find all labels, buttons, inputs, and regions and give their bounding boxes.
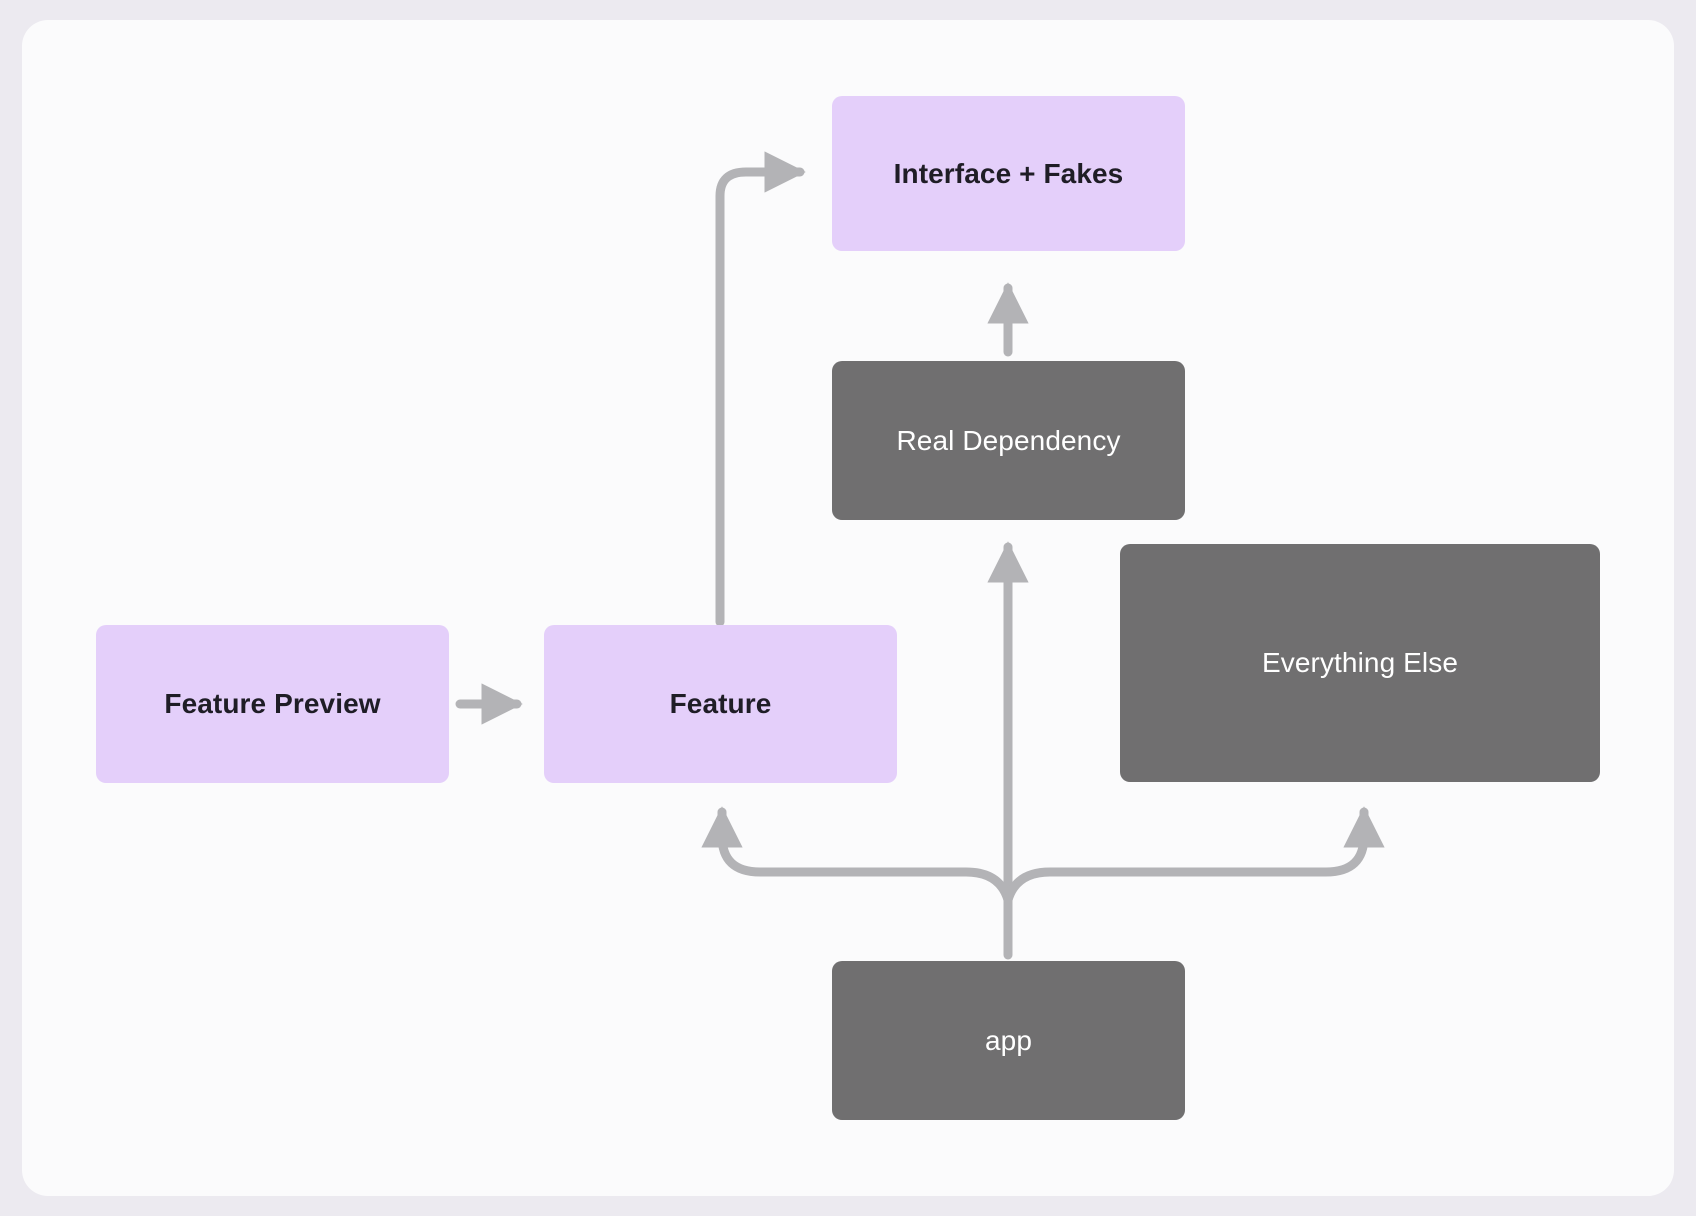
node-label-app: app xyxy=(984,1024,1033,1056)
node-label-real-dependency: Real Dependency xyxy=(896,424,1121,456)
edge-app-to-feature xyxy=(701,806,1013,905)
node-label-everything-else: Everything Else xyxy=(1261,647,1459,679)
node-app[interactable]: app xyxy=(832,961,1185,1120)
node-feature[interactable]: Feature xyxy=(544,625,897,783)
edge-app-to-everything-else xyxy=(1003,806,1385,905)
node-label-feature-preview: Feature Preview xyxy=(164,688,381,720)
node-real-dependency[interactable]: Real Dependency xyxy=(832,361,1185,520)
node-interface-fakes[interactable]: Interface + Fakes xyxy=(832,96,1185,251)
node-label-interface-fakes: Interface + Fakes xyxy=(893,157,1124,189)
node-everything-else[interactable]: Everything Else xyxy=(1120,544,1600,782)
edge-feature-to-interface-fakes xyxy=(715,151,806,627)
node-label-feature: Feature xyxy=(669,688,772,720)
node-feature-preview[interactable]: Feature Preview xyxy=(96,625,449,783)
